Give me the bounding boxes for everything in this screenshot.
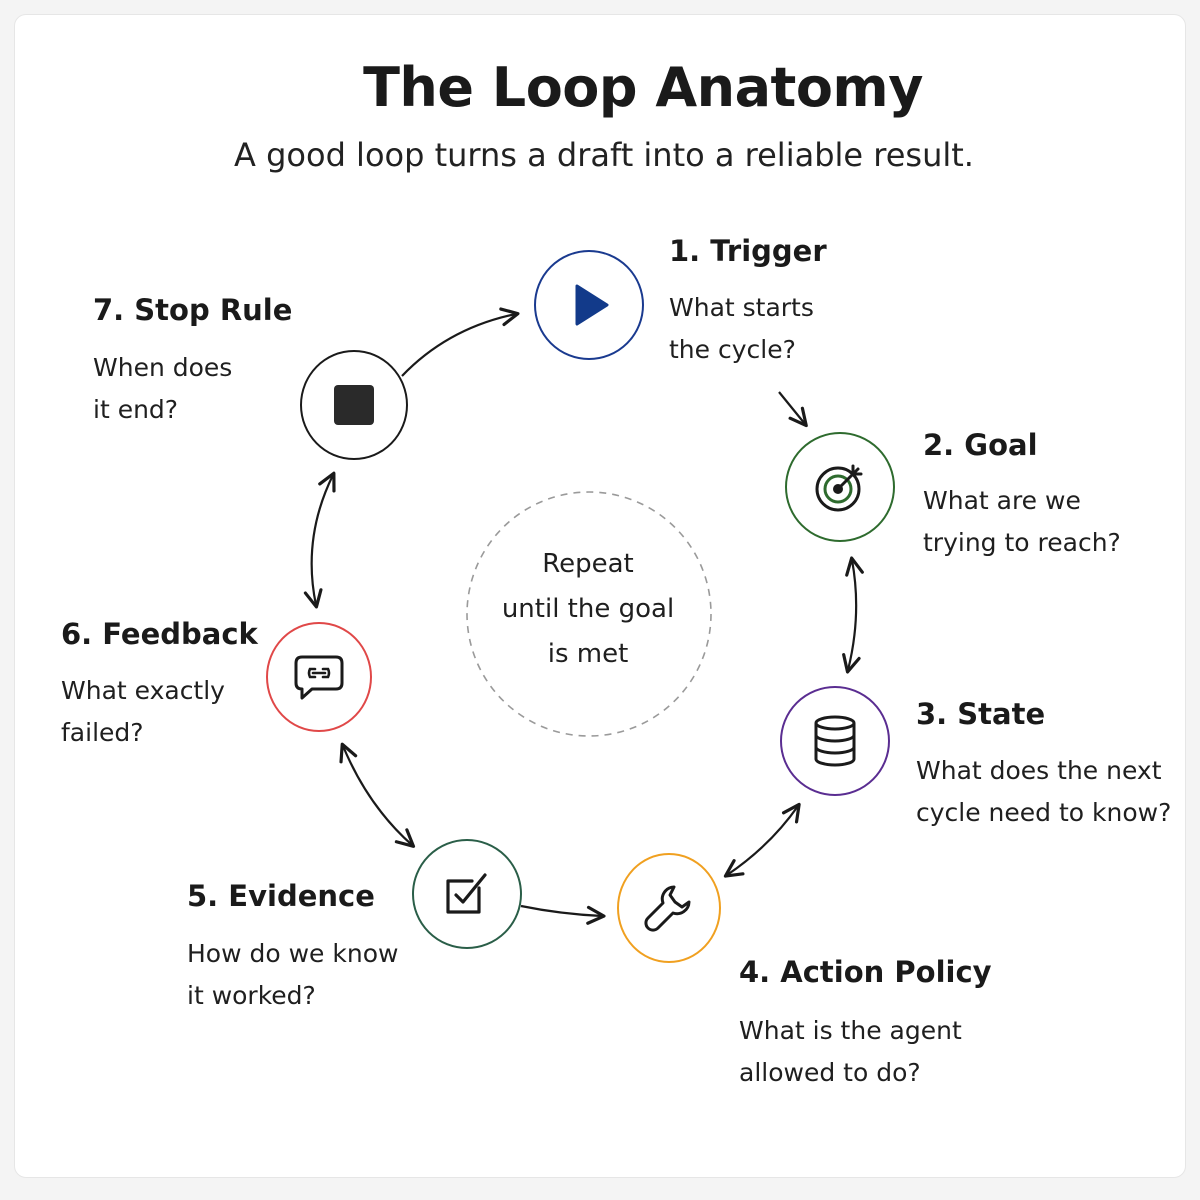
evidence-title: 5. Evidence bbox=[187, 879, 375, 913]
stop-rule-question: When does it end? bbox=[93, 353, 233, 424]
arrow-stop-feedback bbox=[303, 471, 336, 609]
arrow-evidence-to-action bbox=[520, 904, 606, 925]
arrow-stop-to-trigger bbox=[401, 307, 520, 377]
state-node bbox=[780, 686, 890, 796]
stop-icon bbox=[334, 385, 374, 425]
play-icon bbox=[575, 284, 609, 326]
checkbox-icon bbox=[446, 873, 487, 914]
goal-question: What are we trying to reach? bbox=[923, 486, 1121, 557]
database-icon bbox=[814, 715, 856, 767]
arrow-goal-state bbox=[842, 556, 864, 674]
chat-bubble-icon bbox=[294, 655, 344, 700]
feedback-node bbox=[266, 622, 372, 732]
state-question: What does the next cycle need to know? bbox=[916, 756, 1172, 827]
diagram-subtitle: A good loop turns a draft into a reliabl… bbox=[234, 136, 974, 174]
feedback-title: 6. Feedback bbox=[61, 617, 258, 651]
goal-node bbox=[785, 432, 895, 542]
evidence-node bbox=[412, 839, 522, 949]
diagram-card bbox=[14, 14, 1186, 1178]
arrow-trigger-to-goal bbox=[778, 391, 808, 428]
repeat-center-text: Repeat until the goal is met bbox=[501, 549, 675, 669]
feedback-question: What exactly failed? bbox=[61, 676, 225, 747]
trigger-title: 1. Trigger bbox=[669, 234, 827, 268]
trigger-question: What starts the cycle? bbox=[669, 293, 814, 364]
arrow-feedback-evidence bbox=[339, 742, 416, 848]
stop-rule-node bbox=[300, 350, 408, 460]
action-policy-title: 4. Action Policy bbox=[739, 955, 992, 989]
action-policy-node bbox=[617, 853, 721, 963]
state-title: 3. State bbox=[916, 697, 1046, 731]
target-icon bbox=[815, 464, 863, 512]
goal-title: 2. Goal bbox=[923, 428, 1038, 462]
evidence-question: How do we know it worked? bbox=[187, 939, 399, 1010]
stop-rule-title: 7. Stop Rule bbox=[93, 293, 293, 327]
wrench-icon bbox=[644, 885, 691, 932]
repeat-dashed-circle bbox=[466, 491, 712, 737]
arrow-state-action bbox=[723, 802, 801, 878]
action-policy-question: What is the agent allowed to do? bbox=[739, 1016, 962, 1087]
diagram-title: The Loop Anatomy bbox=[363, 56, 923, 119]
trigger-node bbox=[534, 250, 644, 360]
